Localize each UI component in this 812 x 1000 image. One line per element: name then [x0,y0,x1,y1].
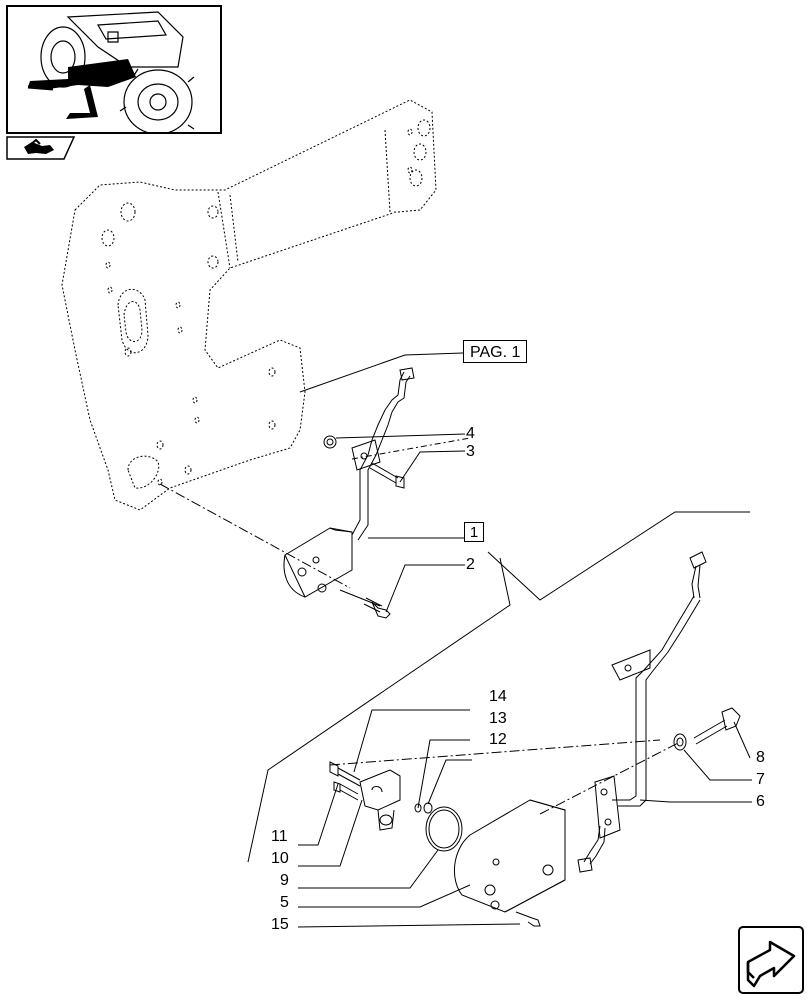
sensor-assembly-1 [283,367,415,619]
tractor-thumbnail-icon [27,11,195,132]
callout-2: 2 [466,556,475,573]
callout-10: 10 [271,850,289,867]
callout-3: 3 [466,443,475,460]
previous-page-icon [6,136,76,160]
page-reference-label[interactable]: PAG. 1 [463,340,528,363]
callout-8: 8 [756,749,765,766]
callout-12: 12 [489,731,507,748]
callout-15: 15 [271,916,289,933]
callout-11: 11 [271,828,288,845]
next-page-arrow-icon [746,940,796,988]
callout-13: 13 [489,710,507,727]
callout-7: 7 [756,771,765,788]
callout-6: 6 [756,793,765,810]
callout-14: 14 [489,688,507,705]
previous-page-button[interactable] [6,136,76,160]
callout-5: 5 [280,894,289,911]
next-page-button[interactable] [738,926,804,994]
callout-4: 4 [466,425,475,442]
assembly-reference-box: 1 [464,522,484,542]
chassis-frame [61,99,437,511]
callout-9: 9 [280,872,289,889]
location-thumbnail [6,5,222,134]
sensor-assembly-exploded [329,551,741,927]
